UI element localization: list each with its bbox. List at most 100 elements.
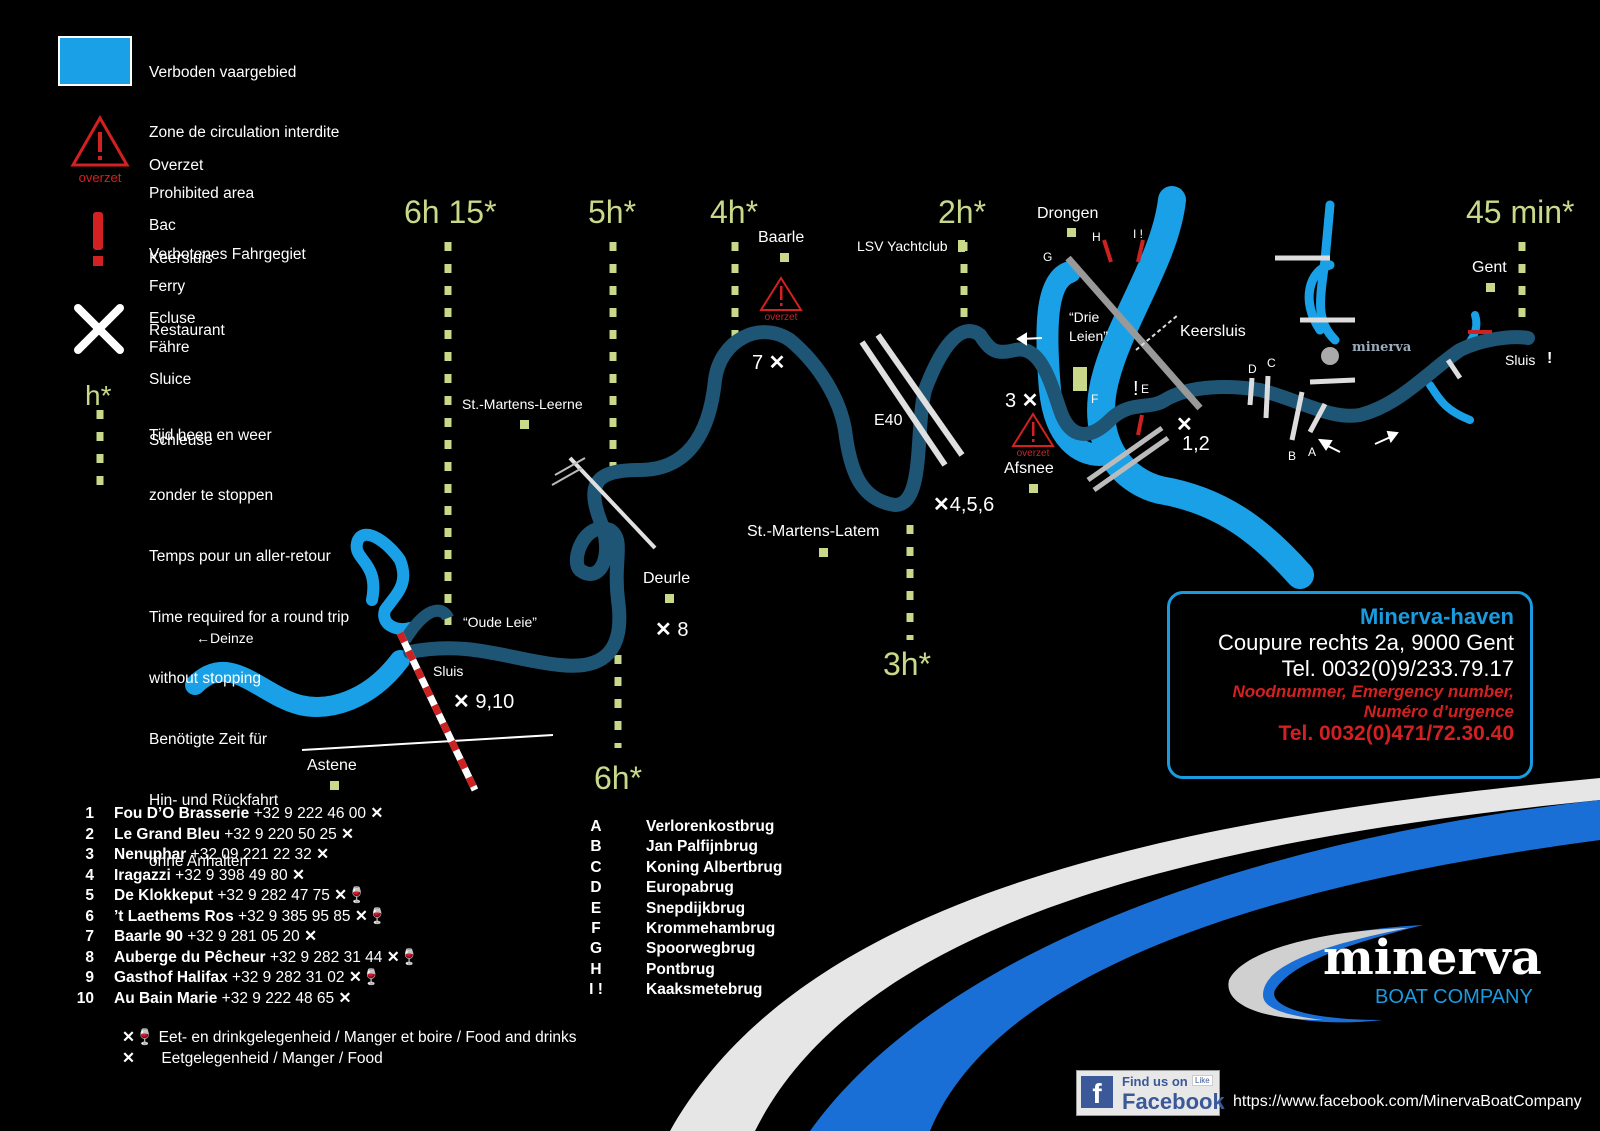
bridges: [301, 239, 1492, 792]
facebook-like-button[interactable]: Like: [1192, 1075, 1213, 1086]
legend-time-line-1: Tijd heen en weer: [149, 426, 272, 444]
legend-time-line-4: Time required for a round trip: [149, 609, 350, 627]
facebook-badge[interactable]: f Find us on Like Facebook: [1076, 1070, 1225, 1116]
fork-knife-icon: ✕: [354, 907, 368, 925]
ferry-baarle-label: overzet: [764, 312, 798, 323]
restaurant-name: Iragazzi: [114, 866, 171, 884]
restaurant-phone[interactable]: +32 9 281 05 20: [187, 928, 300, 945]
fork-knife-icon: ✕: [386, 948, 400, 966]
ferry-warning-icon: overzet: [70, 114, 130, 185]
restaurant-number: 7: [85, 928, 94, 945]
legend-ferry-en: Ferry: [149, 278, 186, 296]
marker-drongen: [1067, 228, 1076, 237]
river-main: [403, 324, 1535, 673]
swoosh-blue: [810, 800, 1600, 1131]
bridge-name: Krommehambrug: [646, 919, 776, 937]
fork-knife-icon: ✕: [370, 805, 384, 822]
bridge-name: Kaaksmetebrug: [646, 981, 763, 999]
marker-deurle: [665, 594, 674, 603]
legend-prohibited-fr: Zone de circulation interdite: [149, 124, 340, 142]
restaurant-phone[interactable]: +32 9 222 48 65: [221, 989, 335, 1007]
wine-glass-icon: 🍷: [347, 887, 367, 904]
restaurant-phone[interactable]: +32 9 282 31 44: [269, 948, 383, 966]
restaurant-phone[interactable]: +32 9 282 47 75: [217, 887, 330, 904]
logo-swoosh: [1228, 925, 1423, 1023]
map-bridge-g: G: [1043, 250, 1053, 264]
place-drie-leien: “Drie Leien”: [1069, 309, 1108, 344]
legend-prohibited: Verboden vaargebied Zone de circulation …: [149, 22, 339, 286]
restaurant-marker-3-label: 3: [1005, 390, 1017, 412]
place-sluis-east: Sluis: [1505, 352, 1536, 368]
facebook-name: Facebook: [1122, 1089, 1225, 1114]
time-6h15: 6h 15*: [404, 194, 497, 230]
fork-knife-icon: ✕: [348, 969, 362, 986]
restaurant-marker-8: ✕ 8: [655, 617, 688, 642]
place-deinze: ←Deinze: [196, 630, 254, 646]
time-4h: 4h*: [710, 194, 759, 230]
restaurant-phone[interactable]: +32 9 282 31 02: [232, 969, 345, 986]
map-bridge-a: A: [1308, 445, 1317, 459]
legend-time-line-6: Benötigte Zeit für: [149, 731, 268, 749]
time-2h: 2h*: [938, 194, 987, 230]
bridge-code: B: [590, 838, 602, 856]
legend-time-line-5: without stopping: [149, 670, 262, 688]
restaurant-phone[interactable]: +32 9 220 50 25: [224, 825, 337, 843]
place-oude-leie: “Oude Leie”: [463, 614, 537, 630]
contact-emergency-tel[interactable]: Tel. 0032(0)471/72.30.40: [1278, 722, 1514, 745]
fork-knife-icon: ✕: [763, 352, 786, 374]
direction-arrows: [1016, 332, 1399, 453]
restaurant-number: 6: [85, 907, 94, 925]
restaurant-marker-12: ✕1,2: [1176, 412, 1210, 456]
legend-time-line-2: zonder te stoppen: [149, 487, 274, 505]
place-e40: E40: [874, 412, 903, 429]
restaurant-phone[interactable]: +32 09 221 22 32: [190, 846, 312, 863]
fork-knife-icon: ✕: [341, 825, 355, 843]
marker-latem: [819, 548, 828, 557]
legend-time-line-7: Hin- und Rückfahrt: [149, 791, 279, 809]
bridge-code: D: [590, 879, 602, 897]
fork-knife-icon: ✕: [334, 887, 348, 904]
facebook-find-us: Find us on: [1122, 1074, 1188, 1089]
wine-glass-icon: 🍷: [399, 948, 420, 966]
legend-sluice-en: Sluice: [149, 371, 192, 389]
restaurant-number: 9: [85, 969, 94, 986]
restaurant-phone[interactable]: +32 9 222 46 00: [253, 805, 367, 822]
place-sluis-west: Sluis: [433, 663, 464, 679]
restaurant-phone[interactable]: +32 9 385 95 85: [238, 907, 351, 925]
facebook-url[interactable]: https://www.facebook.com/MinervaBoatComp…: [1233, 1093, 1582, 1110]
restaurant-row: 6’t Laethems Ros +32 9 385 95 85 ✕🍷: [64, 907, 419, 928]
restaurant-marker-12-label: 1,2: [1182, 433, 1210, 455]
marker-gent: [1486, 283, 1495, 292]
fork-knife-icon: ✕: [453, 691, 476, 713]
time-5h: 5h*: [588, 194, 637, 230]
fork-knife-icon: ✕: [316, 846, 330, 863]
restaurant-marker-910: ✕ 9,10: [453, 689, 514, 714]
footnote-food-drinks-text: Eet- en drinkgelegenheid / Manger et boi…: [158, 1029, 577, 1046]
footnote-food: ✕ Eetgelegenheid / Manger / Food: [122, 1049, 383, 1068]
map-bridge-c: C: [1267, 356, 1276, 370]
restaurant-number: 1: [85, 805, 94, 822]
legend-restaurant: Restaurant: [149, 322, 225, 339]
map-bridge-e-excl: !: [1133, 378, 1139, 400]
sluice-exclamation-icon: [90, 212, 106, 273]
place-baarle: Baarle: [758, 229, 805, 246]
restaurant-name: Le Grand Bleu: [114, 825, 220, 843]
bridge-row: I !Kaaksmetebrug: [578, 980, 782, 1000]
minerva-small-logo: minerva: [1352, 340, 1412, 355]
place-deurle: Deurle: [643, 570, 691, 587]
bridge-name: Snepdijkbrug: [646, 899, 746, 917]
minerva-logo: minerva BOAT COMPANY: [1223, 920, 1563, 1030]
bridge-code: G: [589, 940, 603, 958]
time-lines: [96, 242, 1526, 748]
brand-name: minerva: [1323, 930, 1542, 986]
restaurant-phone[interactable]: +32 9 398 49 80: [175, 866, 288, 884]
contact-tel[interactable]: Tel. 0032(0)9/233.79.17: [1281, 656, 1514, 681]
